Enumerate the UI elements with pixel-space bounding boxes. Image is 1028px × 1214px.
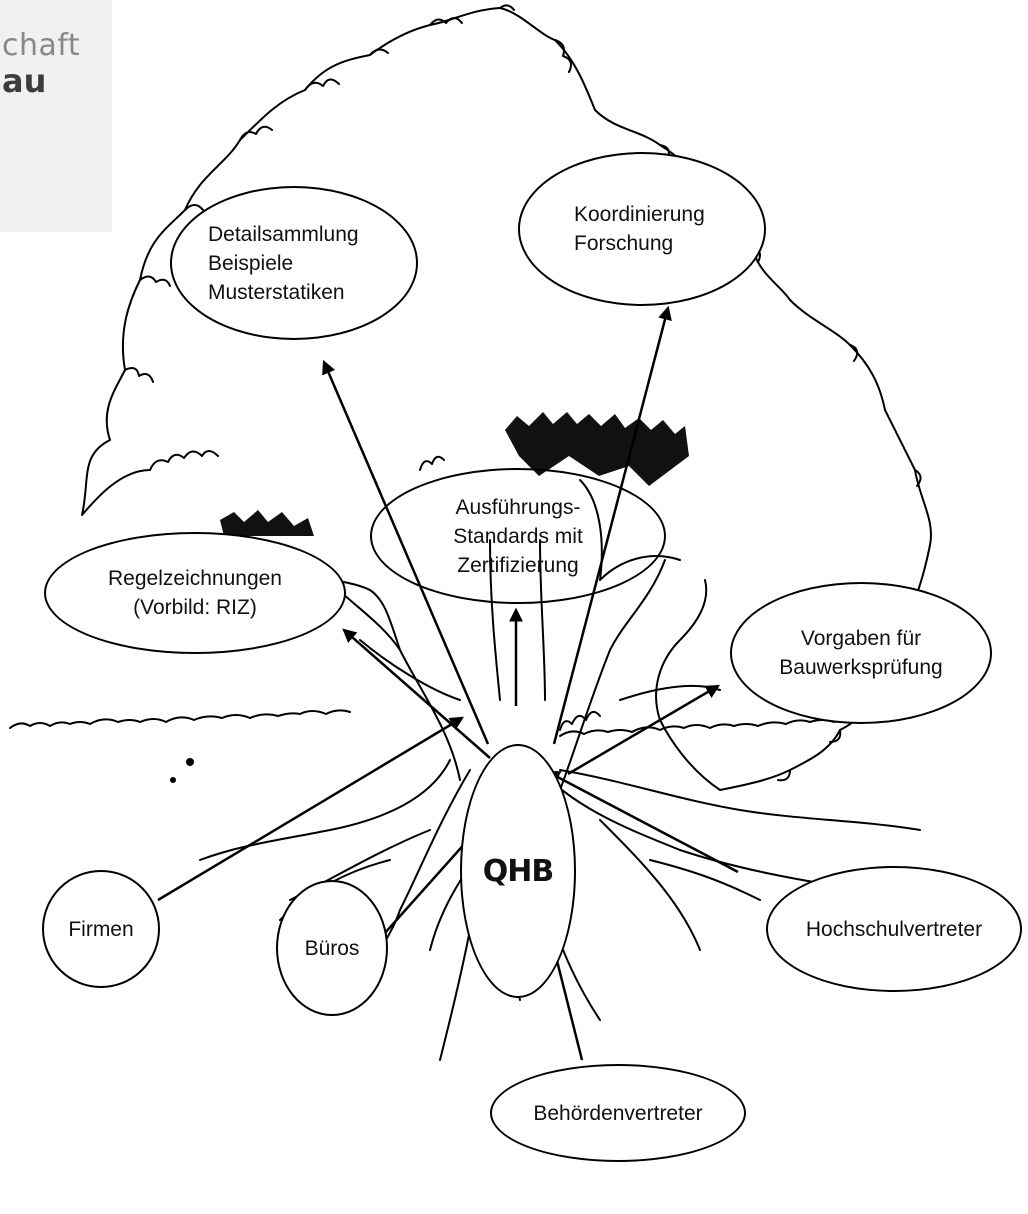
koordinierung-line-1: Koordinierung (574, 200, 705, 229)
koordinierung-line-2: Forschung (574, 229, 673, 258)
vorgaben-line-1: Vorgaben für (732, 624, 990, 653)
behoerdenvertreter-node: Behördenvertreter (490, 1064, 746, 1162)
detailsammlung-line-3: Musterstatiken (208, 278, 345, 307)
detailsammlung-node: Detailsammlung Beispiele Musterstatiken (170, 186, 418, 340)
arrow-from-hochschulvertreter (548, 772, 738, 872)
regelzeichnungen-line-2: (Vorbild: RIZ) (46, 593, 344, 622)
qhb-node: QHB (460, 744, 576, 998)
regelzeichnungen-node: Regelzeichnungen (Vorbild: RIZ) (44, 532, 346, 654)
detailsammlung-line-2: Beispiele (208, 249, 293, 278)
tree-scallops-top (240, 5, 514, 140)
bueros-node: Büros (276, 880, 388, 1016)
hochschulvertreter-label: Hochschulvertreter (768, 915, 1020, 944)
ground-line (10, 710, 886, 736)
qhb-label: QHB (462, 857, 574, 886)
ground-dot (170, 777, 176, 783)
arrow-to-regelzeichnungen (344, 630, 490, 758)
vorgaben-line-2: Bauwerksprüfung (732, 653, 990, 682)
ausfuehrungs-line-2: Standards mit (372, 522, 664, 551)
bueros-label: Büros (278, 934, 386, 963)
crown-shading-left (220, 510, 314, 536)
koordinierung-node: Koordinierung Forschung (518, 152, 766, 306)
behoerdenvertreter-label: Behördenvertreter (492, 1099, 744, 1128)
ausfuehrungs-line-3: Zertifizierung (372, 551, 664, 580)
vorgaben-node: Vorgaben für Bauwerksprüfung (730, 582, 992, 724)
tree-trunk-left (330, 580, 460, 780)
ausfuehrungs-line-1: Ausführungs- (372, 493, 664, 522)
detailsammlung-line-1: Detailsammlung (208, 220, 359, 249)
regelzeichnungen-line-1: Regelzeichnungen (46, 564, 344, 593)
firmen-label: Firmen (44, 915, 158, 944)
hochschulvertreter-node: Hochschulvertreter (766, 866, 1022, 992)
arrow-from-firmen (158, 718, 462, 900)
arrow-to-vorgaben (568, 686, 718, 774)
firmen-node: Firmen (42, 870, 160, 988)
ground-dot (186, 758, 194, 766)
ausfuehrungs-standards-node: Ausführungs- Standards mit Zertifizierun… (370, 468, 666, 604)
